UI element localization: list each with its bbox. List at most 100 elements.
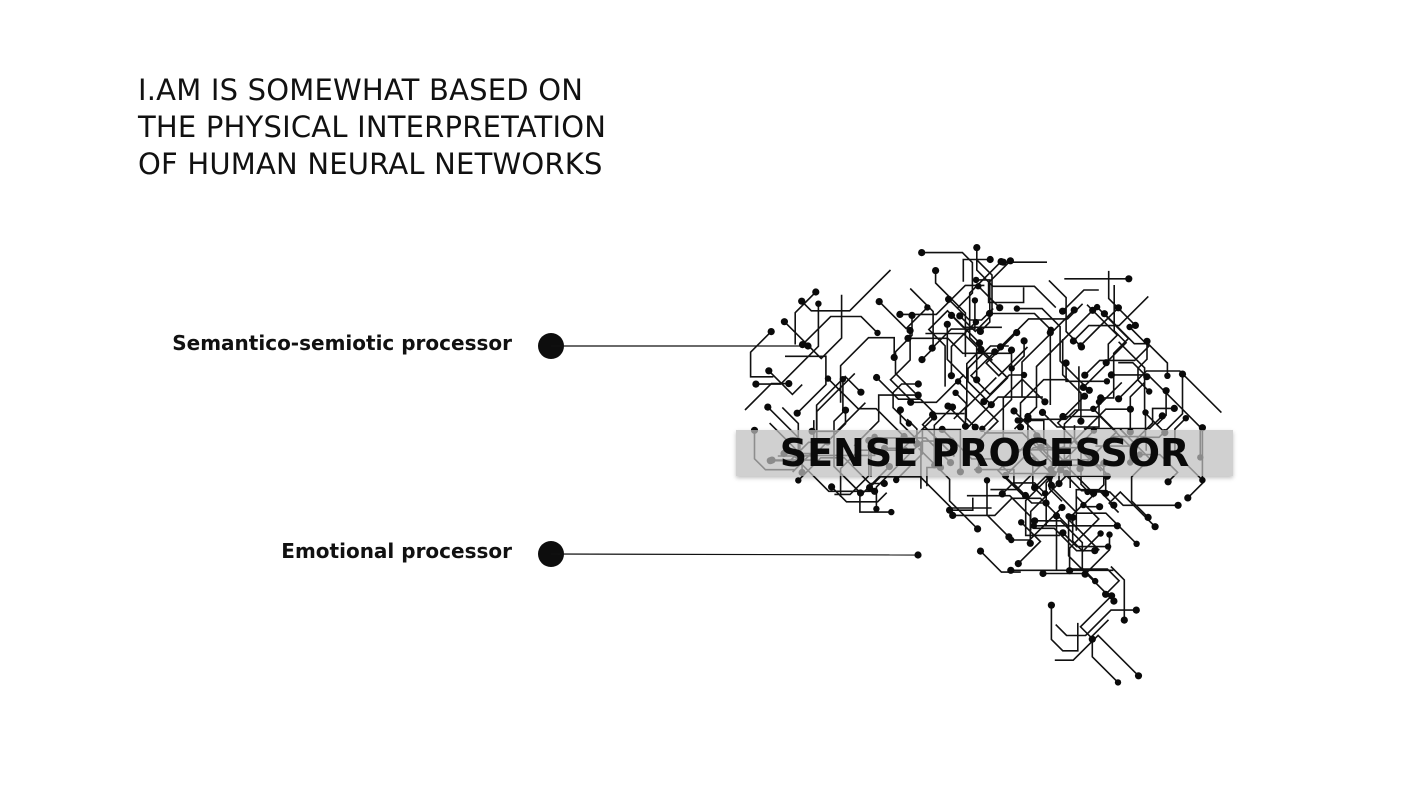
circuit-node bbox=[1013, 305, 1021, 312]
circuit-node bbox=[1104, 543, 1112, 550]
circuit-trace bbox=[989, 312, 1052, 331]
circuit-node bbox=[976, 547, 985, 555]
circuit-node bbox=[880, 479, 888, 488]
circuit-node bbox=[1184, 494, 1192, 502]
circuit-trace bbox=[1029, 475, 1108, 531]
circuit-trace bbox=[1062, 532, 1109, 548]
circuit-node bbox=[841, 406, 850, 414]
circuit-node bbox=[1164, 372, 1171, 379]
title-line-1: I.AM IS SOMEWHAT BASED ON bbox=[138, 73, 584, 107]
circuit-node bbox=[1174, 501, 1182, 509]
circuit-node bbox=[1103, 378, 1111, 385]
circuit-trace bbox=[1079, 595, 1113, 639]
circuit-trace bbox=[967, 345, 1009, 406]
circuit-node bbox=[1052, 512, 1061, 520]
circuit-node bbox=[1013, 329, 1021, 337]
circuit-node bbox=[947, 372, 956, 380]
circuit-trace bbox=[952, 497, 1070, 528]
circuit-trace bbox=[987, 260, 1025, 304]
circuit-node bbox=[1102, 590, 1110, 598]
circuit-node bbox=[873, 373, 881, 382]
circuit-trace bbox=[1084, 534, 1111, 575]
circuit-node bbox=[752, 380, 760, 388]
circuit-trace bbox=[783, 294, 843, 360]
circuit-trace bbox=[785, 355, 827, 414]
circuit-trace bbox=[768, 370, 803, 396]
circuit-node bbox=[999, 258, 1007, 266]
circuit-node bbox=[1007, 346, 1016, 354]
circuit-node bbox=[1113, 522, 1121, 530]
circuit-node bbox=[996, 343, 1005, 351]
circuit-node bbox=[1125, 275, 1133, 283]
circuit-node bbox=[1058, 503, 1066, 512]
circuit-node bbox=[943, 320, 951, 328]
circuit-trace bbox=[1107, 270, 1136, 326]
circuit-node bbox=[1090, 489, 1098, 497]
connector-lines bbox=[550, 345, 919, 556]
semantic-processor-label: Semantico-semiotic processor bbox=[172, 331, 512, 355]
circuit-node bbox=[1106, 531, 1113, 538]
circuit-node bbox=[896, 406, 905, 414]
circuit-node bbox=[1114, 679, 1122, 686]
circuit-node bbox=[948, 403, 957, 411]
circuit-trace bbox=[755, 303, 820, 385]
circuit-trace bbox=[801, 315, 879, 346]
circuit-trace bbox=[947, 396, 1043, 428]
circuit-trace bbox=[949, 497, 974, 512]
circuit-node bbox=[980, 398, 988, 406]
circuit-node bbox=[1096, 503, 1104, 511]
circuit-node bbox=[1041, 490, 1049, 497]
circuit-node bbox=[991, 348, 999, 356]
circuit-node bbox=[914, 391, 922, 399]
circuit-node bbox=[1088, 635, 1096, 643]
circuit-node bbox=[1020, 371, 1028, 379]
circuit-trace bbox=[1118, 361, 1148, 378]
circuit-trace bbox=[909, 287, 934, 361]
circuit-node bbox=[893, 476, 900, 484]
circuit-node bbox=[1059, 307, 1067, 315]
sense-processor-banner bbox=[736, 430, 1233, 476]
circuit-node bbox=[780, 318, 789, 326]
circuit-node bbox=[1170, 404, 1178, 412]
circuit-trace bbox=[981, 350, 1013, 430]
circuit-node bbox=[798, 341, 807, 349]
title-line-2: THE PHYSICAL INTERPRETATION bbox=[138, 110, 607, 144]
circuit-node bbox=[866, 484, 874, 492]
circuit-trace bbox=[1062, 289, 1099, 312]
circuit-node bbox=[1091, 547, 1099, 555]
circuit-node bbox=[975, 283, 982, 290]
circuit-node bbox=[973, 376, 981, 384]
circuit-trace bbox=[1033, 527, 1095, 552]
circuit-node bbox=[1039, 569, 1047, 578]
circuit-node bbox=[945, 295, 953, 303]
circuit-node bbox=[1107, 371, 1115, 379]
circuit-trace bbox=[1118, 341, 1166, 434]
circuit-trace bbox=[1068, 496, 1100, 571]
circuit-node bbox=[1046, 329, 1054, 337]
circuit-node bbox=[828, 483, 836, 491]
circuit-node bbox=[1110, 597, 1118, 605]
circuit-trace bbox=[910, 374, 965, 404]
circuit-node bbox=[956, 312, 964, 320]
circuit-node bbox=[906, 326, 914, 335]
circuit-node bbox=[1158, 412, 1166, 420]
circuit-node bbox=[890, 353, 898, 361]
circuit-node bbox=[1097, 530, 1104, 537]
circuit-node bbox=[914, 551, 922, 559]
circuit-trace bbox=[1110, 565, 1126, 621]
circuit-node bbox=[1005, 533, 1013, 541]
circuit-node bbox=[1146, 388, 1153, 395]
circuit-node bbox=[1070, 306, 1078, 314]
circuit-trace bbox=[876, 376, 965, 415]
circuit-node bbox=[1047, 481, 1055, 489]
circuit-node bbox=[1059, 529, 1067, 537]
circuit-trace bbox=[1061, 339, 1082, 422]
circuit-node bbox=[987, 401, 995, 409]
circuit-node bbox=[949, 511, 957, 519]
circuit-node bbox=[996, 304, 1004, 312]
circuit-trace bbox=[946, 324, 967, 379]
circuit-trace bbox=[921, 251, 974, 310]
circuit-node bbox=[975, 339, 984, 347]
circuit-node bbox=[857, 388, 865, 396]
